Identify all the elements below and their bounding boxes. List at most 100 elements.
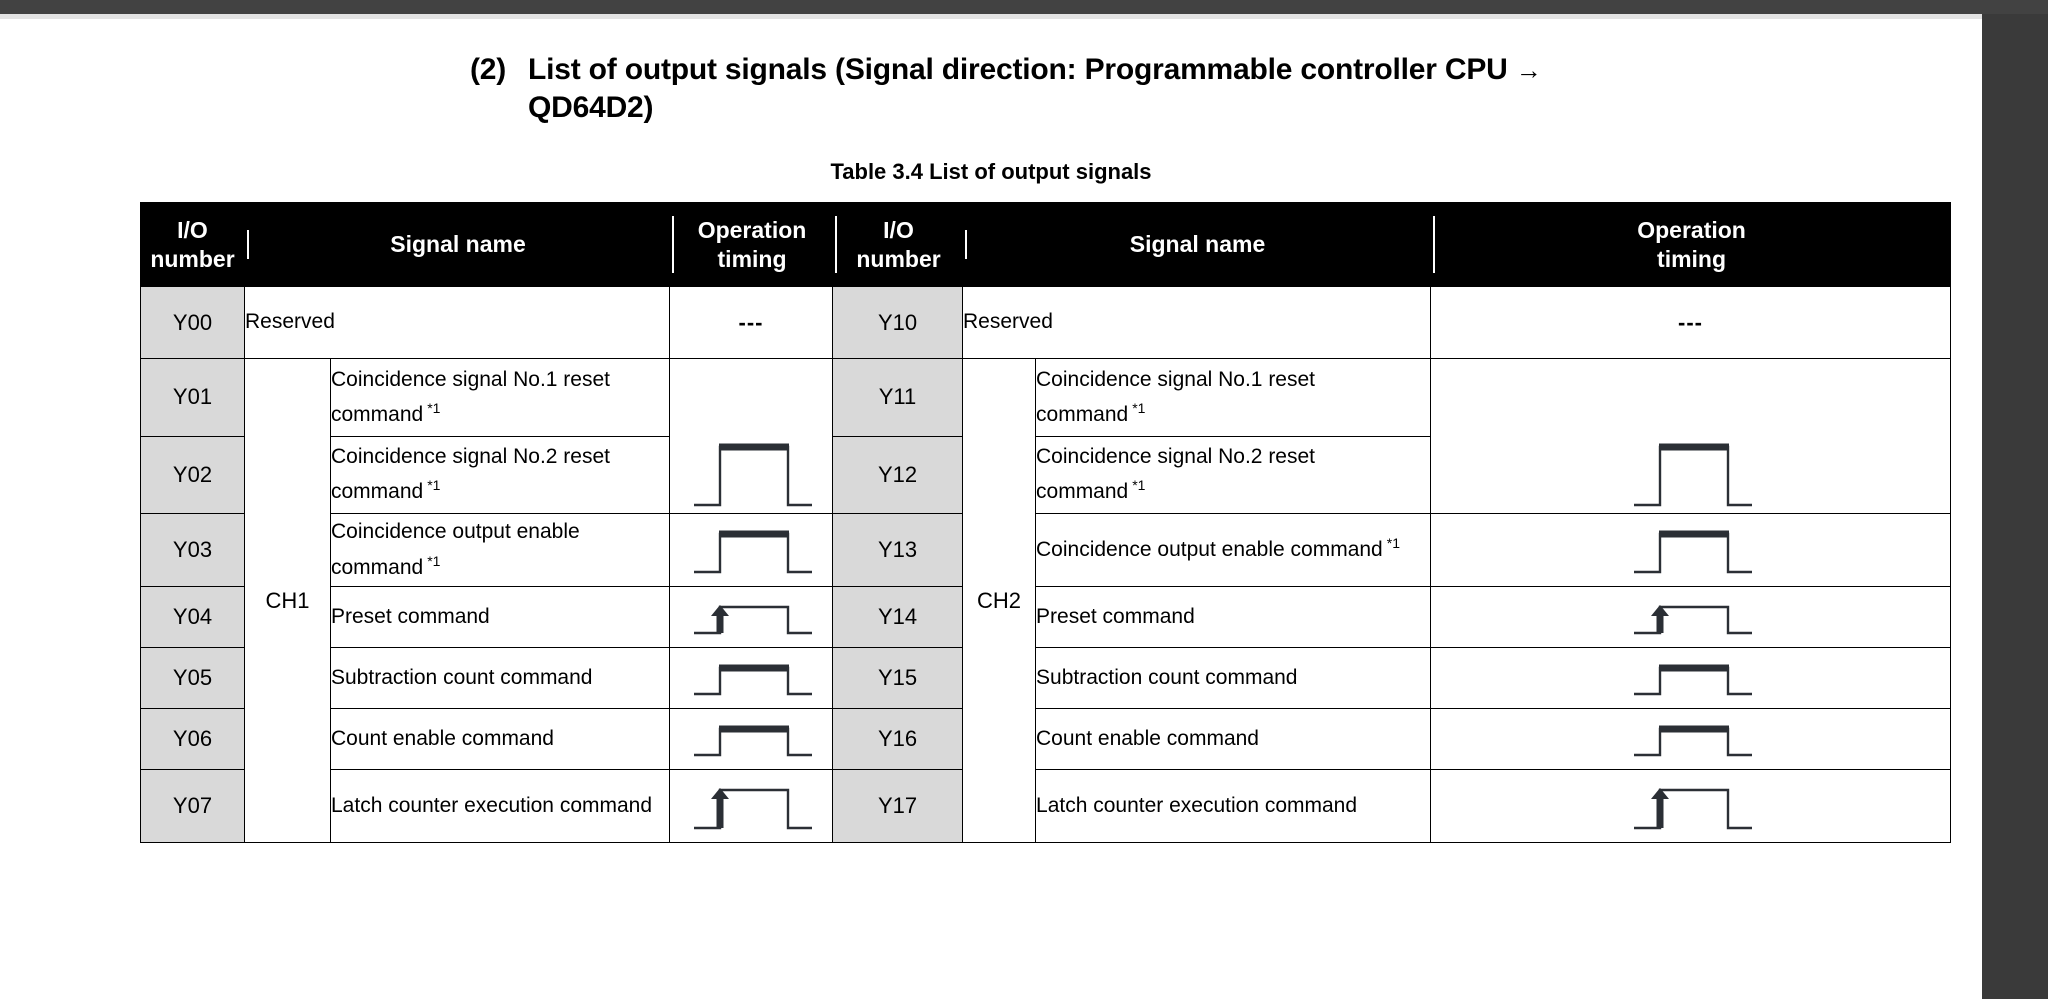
- table-row: Y07 Latch counter execution command Y17 Lat…: [140, 769, 1952, 843]
- io-number-cell-right: Y11: [832, 358, 964, 437]
- signal-name-cell-left: Reserved: [243, 286, 671, 359]
- heading-line-1: List of output signals (Signal direction…: [528, 53, 1508, 86]
- channel-label-right: CH2: [962, 358, 1037, 843]
- table-header-row: I/O number Signal name Operation timing: [140, 202, 1952, 287]
- header-io-line1: I/O: [177, 216, 208, 243]
- header-io-line2: number: [150, 245, 235, 272]
- operation-timing-cell-left: [669, 586, 834, 648]
- footnote-marker: *1: [427, 399, 441, 416]
- io-number-cell-left: Y07: [140, 769, 245, 843]
- operation-timing-cell-left: [669, 647, 834, 709]
- footnote-marker: *1: [1386, 535, 1400, 552]
- signal-name-text: Coincidence signal No.1 reset command: [331, 367, 610, 426]
- io-number-cell-left: Y03: [140, 513, 245, 587]
- operation-timing-cell-right: [1430, 647, 1952, 709]
- waveform-pulse-thick: [1633, 725, 1752, 757]
- operation-timing-cell-right: [1430, 769, 1952, 843]
- document-page: (2) List of output signals (Signal direc…: [0, 19, 1982, 999]
- right-arrow-icon: →: [1515, 55, 1542, 85]
- signal-name-cell-left: Coincidence output enable command*1: [329, 513, 671, 587]
- io-number-cell-right: Y17: [832, 769, 964, 843]
- signal-name-cell-right: Subtraction count command: [1035, 647, 1432, 709]
- header-signal-name-right: Signal name: [962, 202, 1432, 287]
- signal-name-cell-right: Coincidence signal No.1 reset command*1: [1035, 358, 1432, 437]
- io-number-cell-left: Y04: [140, 586, 245, 648]
- signal-name-text: Count enable command: [1036, 726, 1259, 750]
- signal-name-text: Count enable command: [331, 726, 554, 750]
- io-number-cell-right: Y12: [832, 435, 964, 514]
- io-number-cell-right: Y10: [832, 286, 964, 359]
- signal-name-cell-left: Coincidence signal No.2 reset command*1: [329, 435, 671, 514]
- signal-name-text: Coincidence output enable command: [331, 520, 580, 579]
- io-number-cell-right: Y14: [832, 586, 964, 648]
- operation-timing-cell-right: [1430, 586, 1952, 648]
- signal-name-text: Reserved: [963, 310, 1053, 334]
- waveform-pulse-arrow: [1633, 788, 1752, 830]
- signal-name-cell-right: Reserved: [962, 286, 1432, 359]
- operation-timing-cell-left: ---: [669, 286, 834, 359]
- heading-line-2: QD64D2): [528, 91, 654, 125]
- signal-name-text: Latch counter execution command: [1036, 793, 1358, 817]
- signal-name-text: Reserved: [245, 310, 335, 334]
- io-number-cell-right: Y15: [832, 647, 964, 709]
- waveform-pulse-thick: [694, 530, 813, 574]
- waveform-pulse-merged: [694, 443, 813, 507]
- signal-name-cell-left: Count enable command: [329, 708, 671, 770]
- signal-name-text: Subtraction count command: [1036, 665, 1298, 689]
- footnote-marker: *1: [427, 477, 441, 494]
- signal-name-cell-right: Latch counter execution command: [1035, 769, 1432, 843]
- footnote-marker: *1: [1132, 477, 1146, 494]
- signal-name-text: Coincidence signal No.1 reset command: [1036, 367, 1316, 426]
- header-timing2-line1: Operation: [1637, 216, 1746, 243]
- io-number-cell-left: Y00: [140, 286, 245, 359]
- signal-name-text: Subtraction count command: [331, 665, 593, 689]
- signal-name-cell-left: Coincidence signal No.1 reset command*1: [329, 358, 671, 437]
- signal-name-cell-right: Coincidence output enable command*1: [1035, 513, 1432, 587]
- signal-name-text: Coincidence signal No.2 reset command: [331, 445, 610, 504]
- signal-name-text: Coincidence signal No.2 reset command: [1036, 445, 1316, 504]
- header-io2-line2: number: [856, 245, 941, 272]
- signal-name-cell-right: Count enable command: [1035, 708, 1432, 770]
- section-heading: (2) List of output signals (Signal direc…: [470, 51, 1840, 128]
- header-operation-timing-left: Operation timing: [669, 202, 834, 287]
- header-io-number-right: I/O number: [832, 202, 964, 287]
- io-number-cell-left: Y01: [140, 358, 245, 437]
- operation-timing-cell-right: ---: [1430, 286, 1952, 359]
- signal-name-text: Preset command: [331, 604, 490, 628]
- waveform-pulse-merged: [1633, 443, 1752, 507]
- header-io-number-left: I/O number: [140, 202, 245, 287]
- output-signals-table: I/O number Signal name Operation timing: [140, 202, 1952, 843]
- operation-timing-cell-left: [669, 358, 834, 514]
- signal-name-cell-left: Subtraction count command: [329, 647, 671, 709]
- operation-timing-cell-left: [669, 708, 834, 770]
- signal-name-text: Preset command: [1036, 604, 1195, 628]
- waveform-pulse-arrow: [694, 605, 813, 635]
- signal-name-cell-left: Preset command: [329, 586, 671, 648]
- waveform-pulse-thick: [694, 725, 813, 757]
- waveform-pulse-arrow: [1633, 605, 1752, 635]
- io-number-cell-left: Y06: [140, 708, 245, 770]
- table-caption: Table 3.4 List of output signals: [830, 159, 1152, 184]
- header-timing-line1: Operation: [697, 216, 807, 243]
- io-number-cell-right: Y13: [832, 513, 964, 587]
- operation-timing-cell-left: [669, 513, 834, 587]
- waveform-pulse-thick: [1633, 664, 1752, 696]
- header-io2-line1: I/O: [883, 216, 914, 243]
- operation-timing-cell-right: [1430, 358, 1952, 514]
- footnote-marker: *1: [1132, 399, 1146, 416]
- header-timing2-line2: timing: [1657, 245, 1727, 272]
- signal-name-cell-right: Coincidence signal No.2 reset command*1: [1035, 435, 1432, 514]
- window-top-bar: [0, 0, 2048, 14]
- waveform-pulse-arrow: [694, 788, 813, 830]
- signal-name-cell-right: Preset command: [1035, 586, 1432, 648]
- signal-name-cell-left: Latch counter execution command: [329, 769, 671, 843]
- waveform-pulse-thick: [694, 664, 813, 696]
- signal-name-text: Coincidence output enable command: [1036, 538, 1383, 562]
